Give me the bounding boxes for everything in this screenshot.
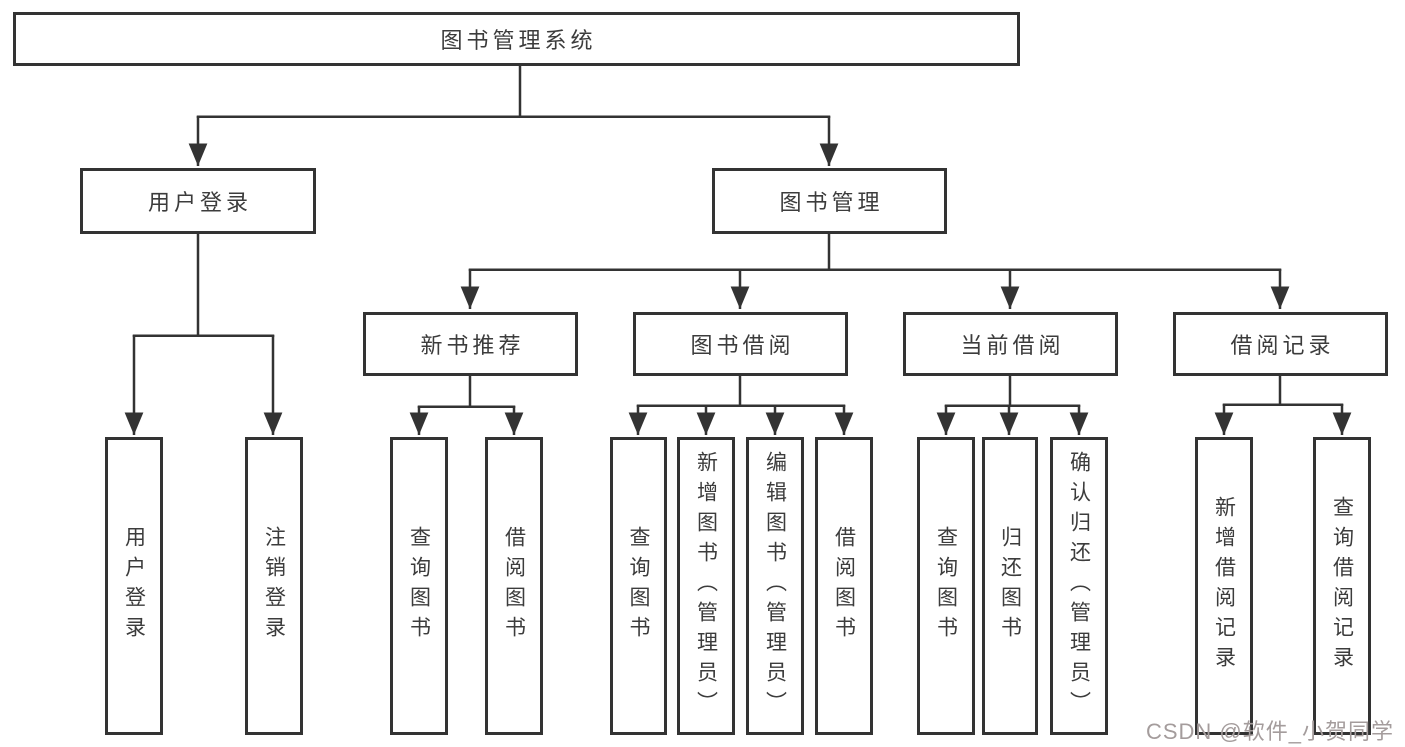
csdn-watermark: CSDN @软件_小贺同学 <box>1145 719 1394 744</box>
leaf-user-login-label: 用户登录 <box>122 526 146 646</box>
leaf-return-books-label: 归还图书 <box>998 526 1022 646</box>
leaf-edit-books-admin-label: 编辑图书（管理员） <box>763 451 787 721</box>
connector-current-borrowing <box>936 376 1089 435</box>
node-new-book-recommend-label: 新书推荐 <box>420 333 525 358</box>
node-borrowing-records: 借阅记录 <box>1173 312 1388 376</box>
leaf-add-borrow-record: 新增借阅记录 <box>1195 437 1253 735</box>
node-user-login: 用户登录 <box>80 168 316 234</box>
leaf-query-books-recommend: 查询图书 <box>390 437 448 735</box>
connector-borrowing-records <box>1214 376 1352 435</box>
node-borrowing-records-label: 借阅记录 <box>1230 333 1335 358</box>
leaf-borrow-books-label: 借阅图书 <box>832 526 856 646</box>
leaf-user-login: 用户登录 <box>105 437 163 735</box>
node-book-borrowing-label: 图书借阅 <box>690 333 795 358</box>
leaf-query-books-current-label: 查询图书 <box>934 526 958 646</box>
leaf-logout: 注销登录 <box>245 437 303 735</box>
leaf-return-books: 归还图书 <box>982 437 1038 735</box>
node-root-system: 图书管理系统 <box>13 12 1020 66</box>
leaf-add-borrow-record-label: 新增借阅记录 <box>1212 496 1236 676</box>
node-new-book-recommend: 新书推荐 <box>363 312 578 376</box>
node-book-management-label: 图书管理 <box>779 190 884 215</box>
leaf-query-books-borrowing: 查询图书 <box>610 437 667 735</box>
leaf-query-books-borrowing-label: 查询图书 <box>627 526 650 646</box>
connector-new-book-recommend <box>409 376 524 435</box>
connector-book-management <box>460 234 1290 309</box>
leaf-logout-label: 注销登录 <box>262 526 286 646</box>
connector-user-login <box>124 234 283 435</box>
node-current-borrowing-label: 当前借阅 <box>960 333 1065 358</box>
node-root-system-label: 图书管理系统 <box>440 28 597 53</box>
leaf-borrow-books-recommend-label: 借阅图书 <box>502 526 526 646</box>
node-book-borrowing: 图书借阅 <box>633 312 848 376</box>
leaf-query-books-recommend-label: 查询图书 <box>407 526 431 646</box>
leaf-query-books-current: 查询图书 <box>917 437 975 735</box>
node-user-login-label: 用户登录 <box>147 190 252 215</box>
leaf-edit-books-admin: 编辑图书（管理员） <box>746 437 804 735</box>
leaf-add-books-admin: 新增图书（管理员） <box>677 437 735 735</box>
leaf-add-books-admin-label: 新增图书（管理员） <box>694 451 718 721</box>
leaf-borrow-books: 借阅图书 <box>815 437 873 735</box>
leaf-borrow-books-recommend: 借阅图书 <box>485 437 543 735</box>
leaf-confirm-return-admin-label: 确认归还（管理员） <box>1067 451 1091 721</box>
leaf-query-borrow-record-label: 查询借阅记录 <box>1330 496 1354 676</box>
connector-root <box>188 66 839 166</box>
node-current-borrowing: 当前借阅 <box>903 312 1118 376</box>
leaf-query-borrow-record: 查询借阅记录 <box>1313 437 1371 735</box>
connector-book-borrowing <box>628 376 854 435</box>
node-book-management: 图书管理 <box>712 168 947 234</box>
leaf-confirm-return-admin: 确认归还（管理员） <box>1050 437 1108 735</box>
